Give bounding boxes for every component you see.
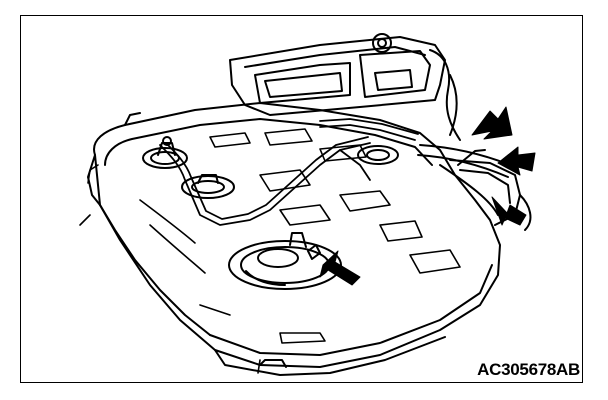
- tank-ribs: [139, 128, 461, 344]
- left-edge-parts: [79, 164, 261, 374]
- indicator-arrows: [319, 106, 536, 286]
- fuel-tank-illustration: [79, 33, 536, 376]
- arrow-lower-hose-icon: [491, 196, 527, 226]
- figure-code: AC305678AB: [477, 360, 580, 379]
- filler-hoses: [417, 74, 532, 231]
- arrow-middle-hose-icon: [497, 146, 536, 176]
- arrow-pump-icon: [319, 250, 361, 286]
- fuel-pump-module: [228, 232, 342, 290]
- arrow-upper-hose-icon: [471, 106, 513, 140]
- vent-port: [357, 145, 399, 165]
- canister-tray: [229, 33, 461, 141]
- left-fitting: [181, 174, 235, 199]
- tank-body: [87, 102, 501, 376]
- fuel-gauge-unit: [142, 136, 188, 169]
